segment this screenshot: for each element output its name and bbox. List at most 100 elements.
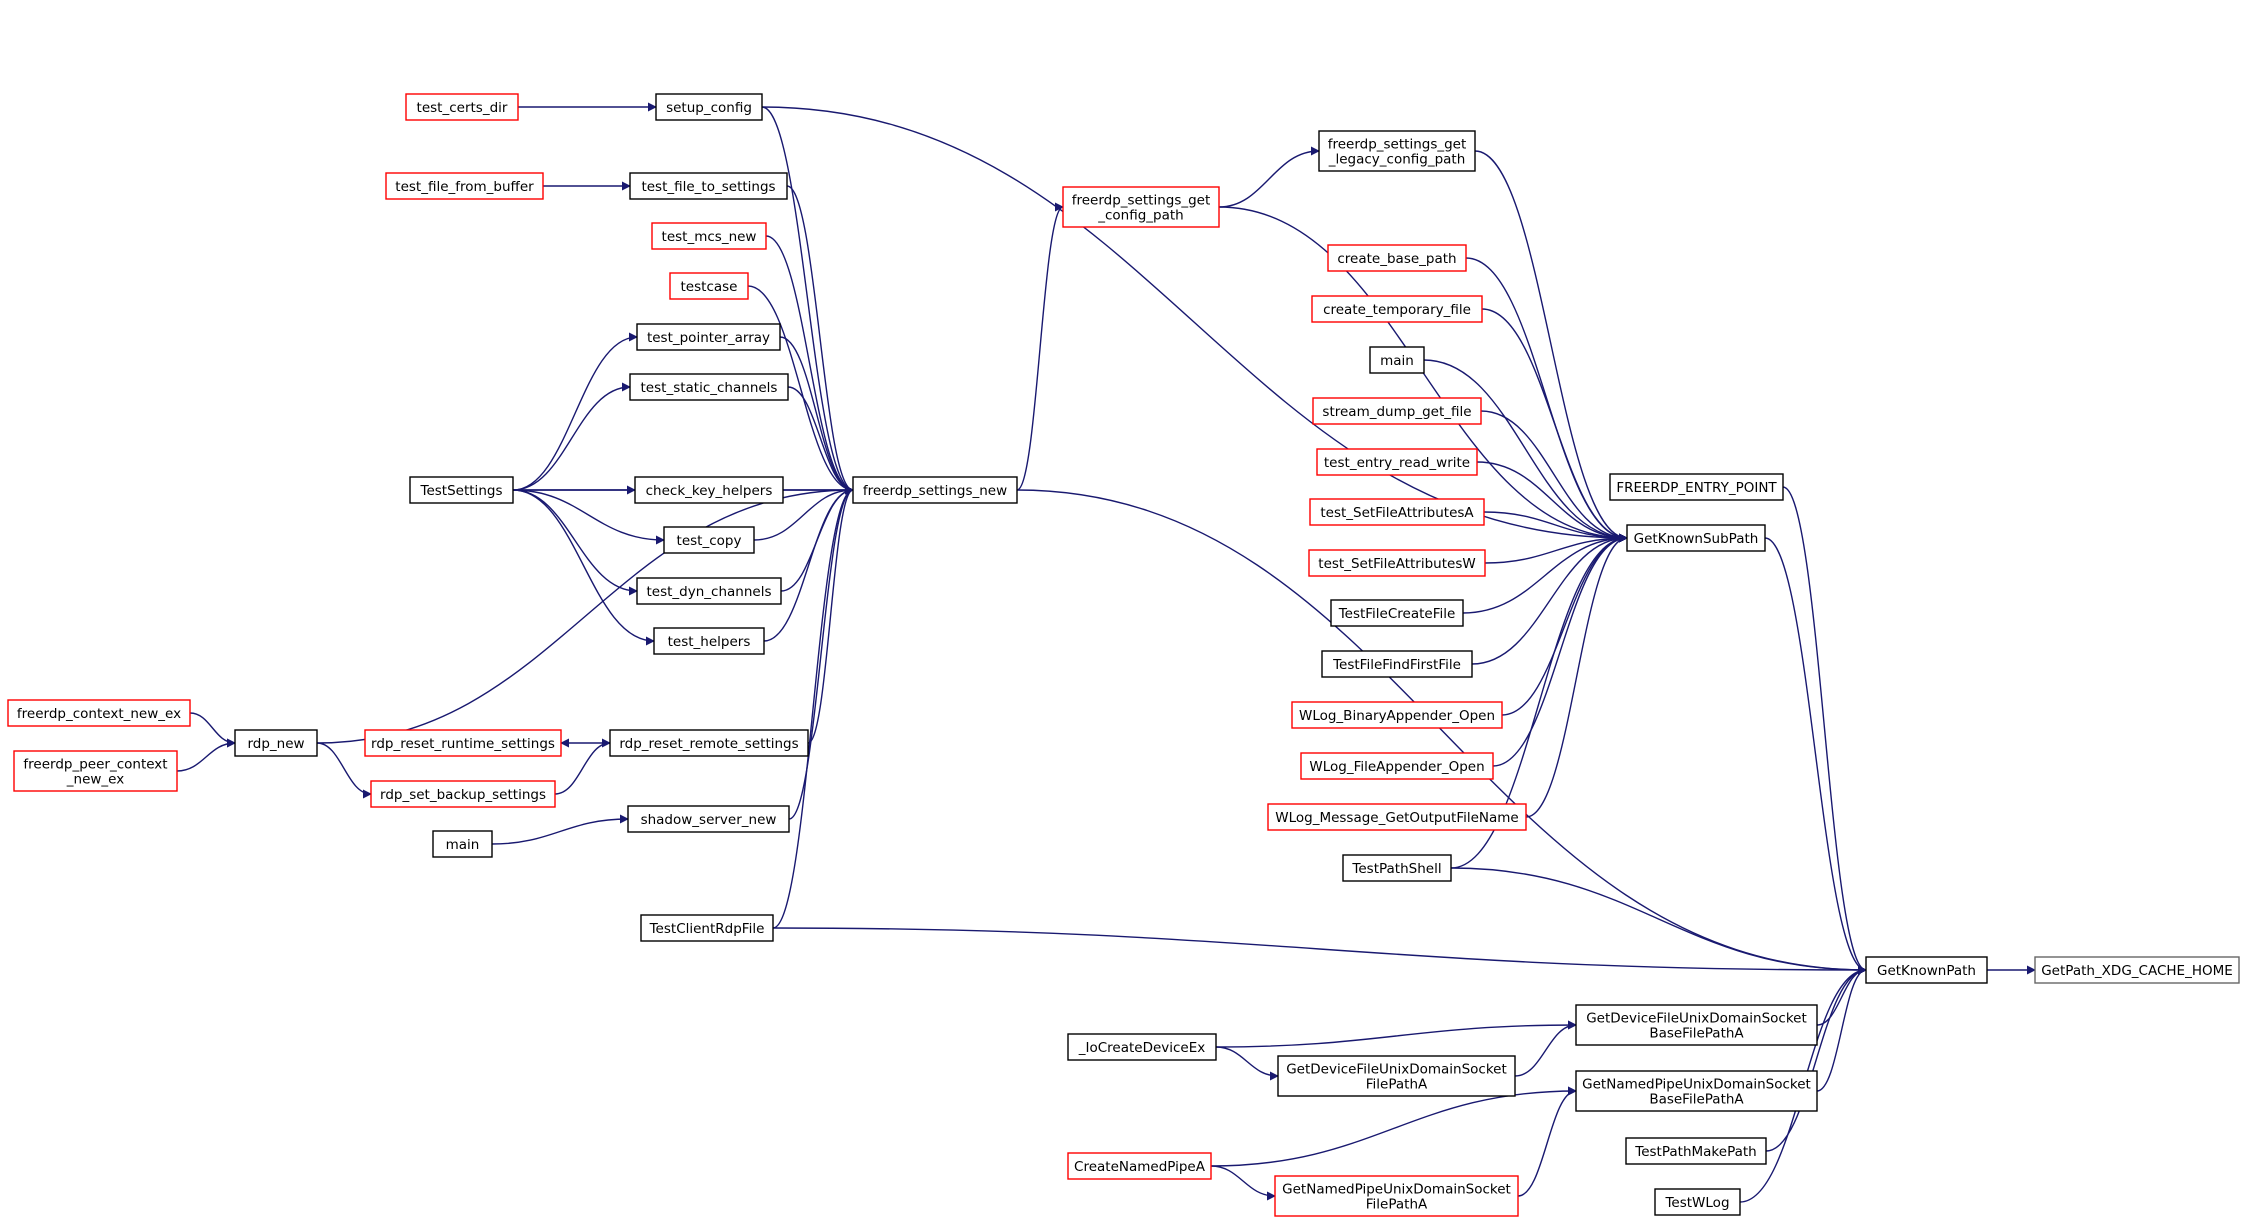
node-box[interactable] (385, 172, 544, 200)
node-tdc[interactable]: test_dyn_channels (636, 577, 782, 605)
node-gkp[interactable]: GetKnownPath (1865, 956, 1988, 984)
node-gdfbase[interactable]: GetDeviceFileUnixDomainSocketBaseFilePat… (1575, 1004, 1818, 1046)
node-tcrf[interactable]: TestClientRdpFile (640, 914, 774, 942)
node-box[interactable] (629, 172, 788, 200)
node-box[interactable] (1067, 1033, 1217, 1061)
node-box[interactable] (1654, 1188, 1741, 1216)
node-box[interactable] (1865, 956, 1988, 984)
node-box[interactable] (409, 476, 514, 504)
node-box[interactable] (629, 373, 789, 401)
node-cbp[interactable]: create_base_path (1327, 244, 1467, 272)
node-box[interactable] (1316, 448, 1478, 476)
node-box[interactable] (640, 914, 774, 942)
node-fcne[interactable]: freerdp_context_new_ex (7, 699, 191, 727)
node-box[interactable] (1609, 473, 1784, 501)
node-cnpa[interactable]: CreateNamedPipeA (1067, 1152, 1212, 1180)
node-box[interactable] (609, 729, 809, 757)
node-box[interactable] (1309, 498, 1485, 526)
node-terw[interactable]: test_entry_read_write (1316, 448, 1478, 476)
node-box[interactable] (1062, 186, 1220, 228)
node-box[interactable] (1330, 599, 1464, 627)
node-setup[interactable]: setup_config (655, 93, 763, 121)
node-tfff[interactable]: TestFileFindFirstFile (1321, 650, 1473, 678)
node-tpmp[interactable]: TestPathMakePath (1625, 1137, 1767, 1165)
node-tfts[interactable]: test_file_to_settings (629, 172, 788, 200)
node-box[interactable] (7, 699, 191, 727)
node-tpa[interactable]: test_pointer_array (636, 323, 781, 351)
node-tsfaw[interactable]: test_SetFileAttributesW (1308, 549, 1486, 577)
node-sdgf[interactable]: stream_dump_get_file (1312, 397, 1482, 425)
node-tsc[interactable]: test_static_channels (629, 373, 789, 401)
node-box[interactable] (1369, 346, 1425, 374)
node-th[interactable]: test_helpers (653, 627, 765, 655)
node-tffb[interactable]: test_file_from_buffer (385, 172, 544, 200)
node-box[interactable] (663, 526, 755, 554)
node-tsfaa[interactable]: test_SetFileAttributesA (1309, 498, 1485, 526)
node-main2[interactable]: main (432, 830, 493, 858)
node-box[interactable] (852, 476, 1018, 504)
node-box[interactable] (655, 93, 763, 121)
node-box[interactable] (1575, 1070, 1818, 1112)
node-box[interactable] (1318, 130, 1476, 172)
node-wbao[interactable]: WLog_BinaryAppender_Open (1291, 701, 1503, 729)
node-box[interactable] (370, 780, 556, 808)
node-box[interactable] (1067, 1152, 1212, 1180)
node-ts[interactable]: TestSettings (409, 476, 514, 504)
node-gnpbase[interactable]: GetNamedPipeUnixDomainSocketBaseFilePath… (1575, 1070, 1818, 1112)
node-rsbs[interactable]: rdp_set_backup_settings (370, 780, 556, 808)
node-ctf[interactable]: create_temporary_file (1311, 295, 1483, 323)
node-box[interactable] (651, 222, 767, 250)
node-ssn[interactable]: shadow_server_new (627, 805, 790, 833)
node-fsglcp[interactable]: freerdp_settings_get_legacy_config_path (1318, 130, 1476, 172)
node-box[interactable] (1312, 397, 1482, 425)
node-box[interactable] (636, 577, 782, 605)
node-box[interactable] (1267, 803, 1527, 831)
node-rrrs[interactable]: rdp_reset_remote_settings (609, 729, 809, 757)
node-tfcf[interactable]: TestFileCreateFile (1330, 599, 1464, 627)
node-gksp[interactable]: GetKnownSubPath (1626, 524, 1766, 552)
node-box[interactable] (1308, 549, 1486, 577)
node-fsn[interactable]: freerdp_settings_new (852, 476, 1018, 504)
node-tcd[interactable]: test_certs_dir (405, 93, 519, 121)
node-box[interactable] (1342, 854, 1452, 882)
node-wmgofn[interactable]: WLog_Message_GetOutputFileName (1267, 803, 1527, 831)
node-fpcne[interactable]: freerdp_peer_context_new_ex (13, 750, 178, 792)
node-box[interactable] (669, 272, 749, 300)
node-rrrt[interactable]: rdp_reset_runtime_settings (364, 729, 562, 757)
node-box[interactable] (627, 805, 790, 833)
node-tmn[interactable]: test_mcs_new (651, 222, 767, 250)
node-twlog[interactable]: TestWLog (1654, 1188, 1741, 1216)
node-fsgcp[interactable]: freerdp_settings_get_config_path (1062, 186, 1220, 228)
node-box[interactable] (1575, 1004, 1818, 1046)
node-tps[interactable]: TestPathShell (1342, 854, 1452, 882)
node-box[interactable] (364, 729, 562, 757)
node-box[interactable] (1311, 295, 1483, 323)
node-box[interactable] (2034, 956, 2240, 984)
node-box[interactable] (1274, 1175, 1519, 1217)
node-tcopy[interactable]: test_copy (663, 526, 755, 554)
node-rdpnew[interactable]: rdp_new (234, 729, 318, 757)
node-box[interactable] (653, 627, 765, 655)
node-box[interactable] (405, 93, 519, 121)
node-box[interactable] (1626, 524, 1766, 552)
node-box[interactable] (1300, 752, 1494, 780)
node-box[interactable] (634, 476, 784, 504)
node-box[interactable] (1277, 1055, 1516, 1097)
node-box[interactable] (1291, 701, 1503, 729)
node-wfao[interactable]: WLog_FileAppender_Open (1300, 752, 1494, 780)
node-tcase[interactable]: testcase (669, 272, 749, 300)
node-box[interactable] (1327, 244, 1467, 272)
node-fep[interactable]: FREERDP_ENTRY_POINT (1609, 473, 1784, 501)
node-box[interactable] (234, 729, 318, 757)
node-box[interactable] (13, 750, 178, 792)
node-box[interactable] (1625, 1137, 1767, 1165)
node-box[interactable] (1321, 650, 1473, 678)
node-box[interactable] (432, 830, 493, 858)
node-box[interactable] (636, 323, 781, 351)
node-ckh[interactable]: check_key_helpers (634, 476, 784, 504)
node-iocde[interactable]: _IoCreateDeviceEx (1067, 1033, 1217, 1061)
node-main1[interactable]: main (1369, 346, 1425, 374)
node-root[interactable]: GetPath_XDG_CACHE_HOME (2034, 956, 2240, 984)
